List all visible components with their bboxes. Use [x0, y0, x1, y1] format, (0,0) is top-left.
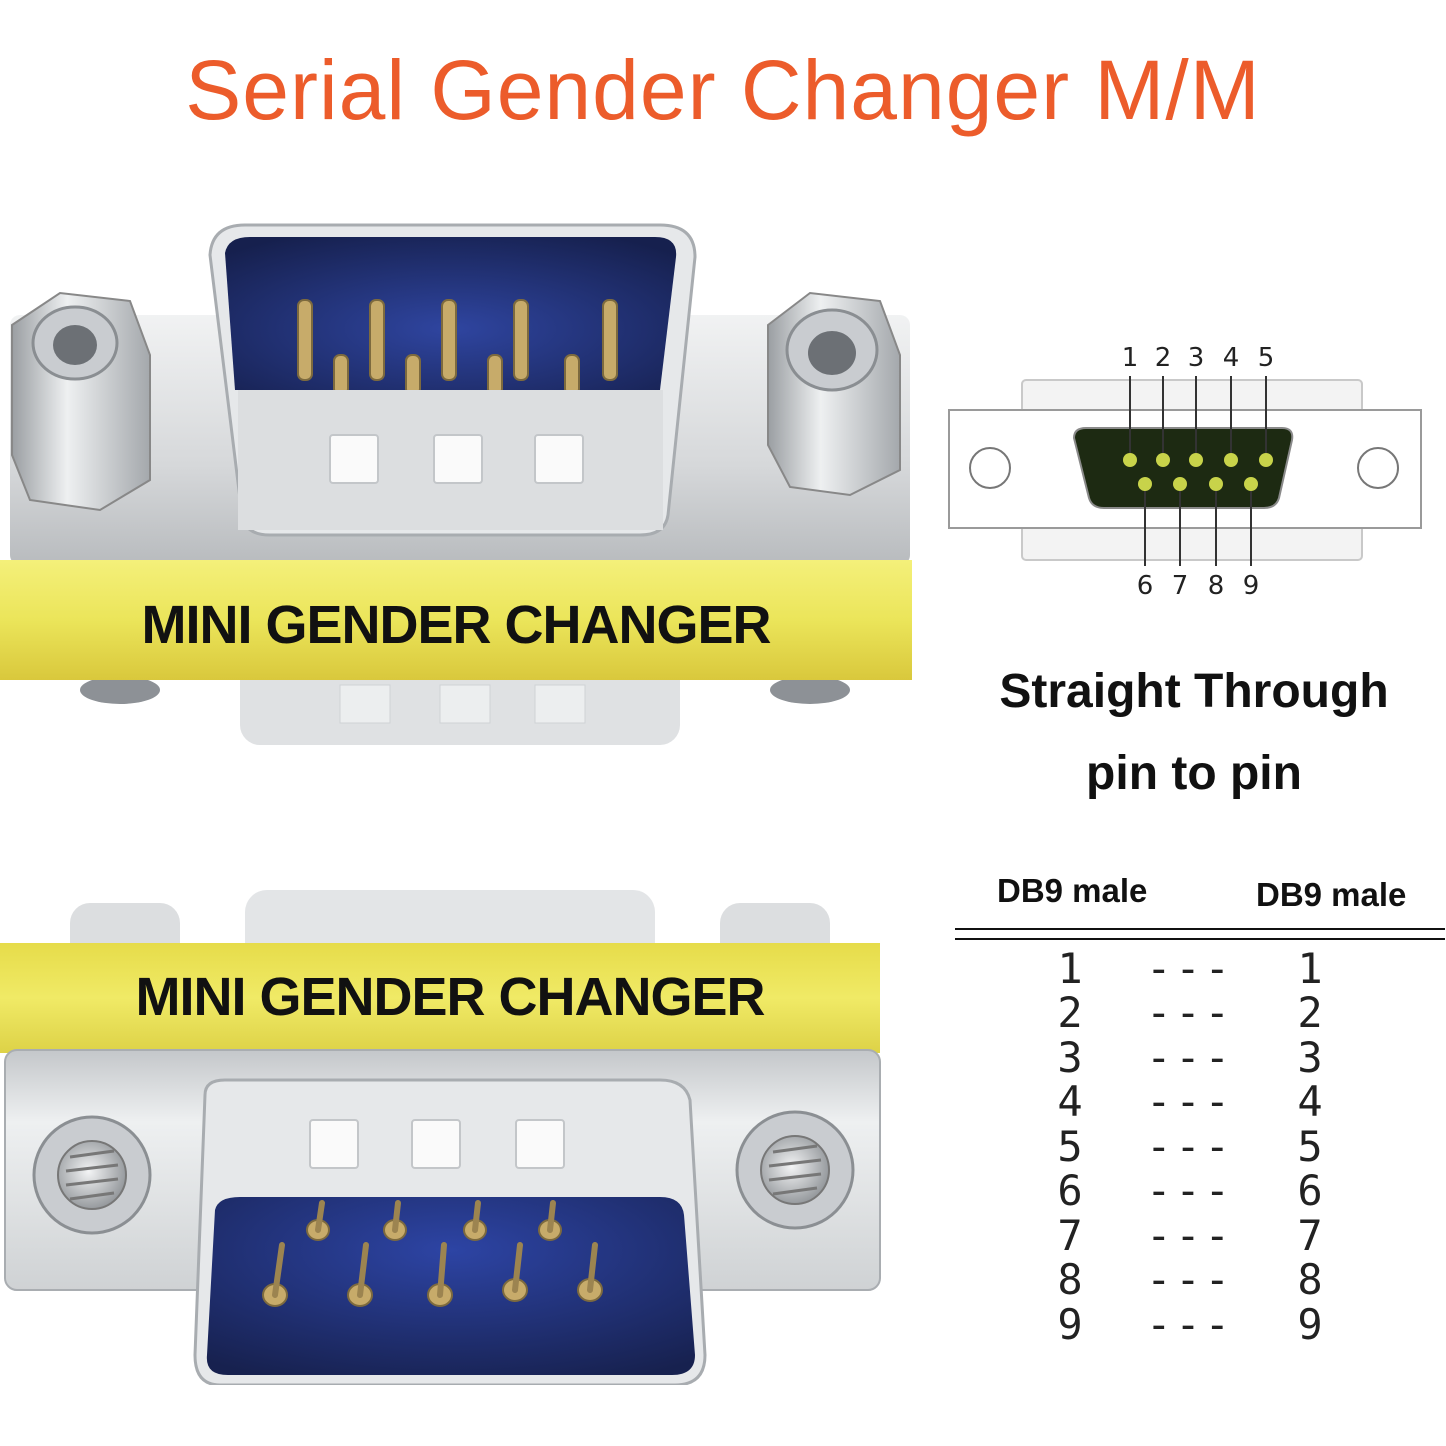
right-pin-number: 2 [1297, 988, 1323, 1038]
pin-number-label: 4 [1223, 343, 1240, 373]
pin-dot [1209, 477, 1223, 491]
band-label-top: MINI GENDER CHANGER [141, 595, 770, 655]
right-header: DB9 male [1256, 876, 1407, 913]
right-pin-number: 7 [1297, 1210, 1323, 1260]
left-pin-number: 9 [1057, 1299, 1083, 1349]
pin-dot [1189, 453, 1203, 467]
left-pin-number: 2 [1057, 988, 1083, 1038]
pin-number-label: 3 [1188, 343, 1205, 373]
pin-dot [1123, 453, 1137, 467]
pin-mapping-row: 8 --- 8 [1020, 1255, 1400, 1305]
pin-number-label: 5 [1258, 343, 1275, 373]
connection-dash: --- [1146, 1121, 1234, 1171]
pin-number-label: 1 [1122, 343, 1139, 373]
right-pin-number: 1 [1297, 943, 1323, 993]
right-pin-number: 9 [1297, 1299, 1323, 1349]
pin-number-label: 6 [1137, 571, 1154, 601]
pin-mapping-row: 3 --- 3 [1020, 1032, 1400, 1082]
right-pin-number: 8 [1297, 1255, 1323, 1305]
pin-dot [1224, 453, 1238, 467]
header-rule-2 [955, 938, 1445, 940]
left-pin-number: 8 [1057, 1255, 1083, 1305]
pin-dot [1138, 477, 1152, 491]
pin-mapping-row: 7 --- 7 [1020, 1210, 1400, 1260]
connection-dash: --- [1146, 1210, 1234, 1260]
pin-mapping-row: 5 --- 5 [1020, 1121, 1400, 1171]
pin-number-label: 8 [1208, 571, 1225, 601]
subtitle-line-2: pin to pin [1086, 747, 1302, 800]
pin-dot [1259, 453, 1273, 467]
subtitle-line-1: Straight Through [999, 665, 1389, 718]
header-rule-1 [955, 928, 1445, 930]
hex-nut-left [11, 291, 151, 512]
left-pin-number: 6 [1057, 1166, 1083, 1216]
pin-number-label: 7 [1172, 571, 1189, 601]
band-label-bottom: MINI GENDER CHANGER [135, 967, 764, 1027]
product-photo-bottom: MINI GENDER CHANGER [0, 885, 900, 1385]
left-pin-number: 7 [1057, 1210, 1083, 1260]
left-header: DB9 male [997, 872, 1148, 909]
right-pin-number: 6 [1297, 1166, 1323, 1216]
page-title: Serial Gender Changer M/M [185, 43, 1261, 137]
pin-mapping-row: 4 --- 4 [1020, 1077, 1400, 1127]
connection-dash: --- [1146, 1166, 1234, 1216]
pin-number-label: 2 [1155, 343, 1172, 373]
pin-dot [1156, 453, 1170, 467]
left-pin-number: 1 [1057, 943, 1083, 993]
pin-mapping-row: 9 --- 9 [1020, 1299, 1400, 1349]
connection-dash: --- [1146, 988, 1234, 1038]
hex-nut-right [767, 291, 901, 497]
pin-number-label: 9 [1243, 571, 1260, 601]
connection-dash: --- [1146, 943, 1234, 993]
left-pin-number: 5 [1057, 1121, 1083, 1171]
connection-dash: --- [1146, 1077, 1234, 1127]
pin-mapping-row: 2 --- 2 [1020, 988, 1400, 1038]
pin-dot [1244, 477, 1258, 491]
product-photo-top: MINI GENDER CHANGER [0, 215, 920, 755]
pin-dot [1173, 477, 1187, 491]
right-pin-number: 3 [1297, 1032, 1323, 1082]
right-pin-number: 4 [1297, 1077, 1323, 1127]
screw-right [735, 1110, 855, 1230]
pin-mapping-row: 6 --- 6 [1020, 1166, 1400, 1216]
left-pin-number: 4 [1057, 1077, 1083, 1127]
connection-dash: --- [1146, 1299, 1234, 1349]
screw-left [32, 1115, 152, 1235]
connection-dash: --- [1146, 1255, 1234, 1305]
connection-dash: --- [1146, 1032, 1234, 1082]
left-pin-number: 3 [1057, 1032, 1083, 1082]
right-pin-number: 5 [1297, 1121, 1323, 1171]
pin-mapping-row: 1 --- 1 [1020, 943, 1400, 993]
